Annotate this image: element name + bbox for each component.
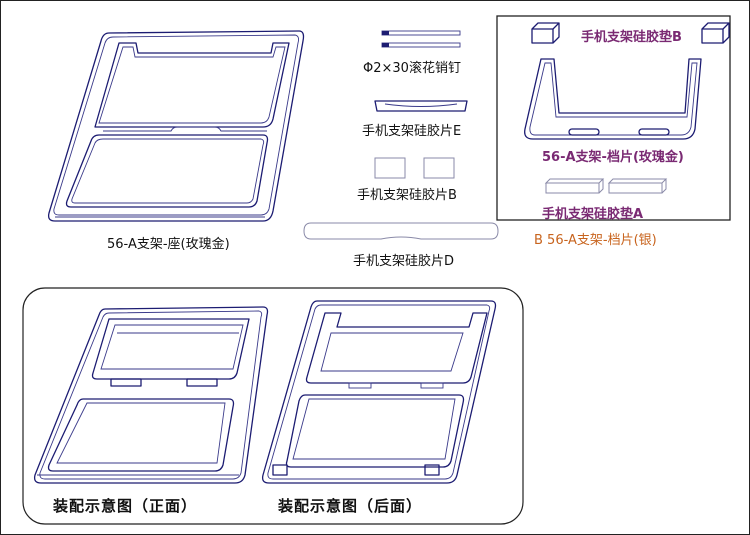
label-assembly-back: 装配示意图（后面） [278, 497, 423, 515]
silicone-sheet-b-drawing [374, 157, 455, 179]
label-silicone-sheet-b: 手机支架硅胶片B [357, 188, 457, 203]
silicone-pad-a-drawing [544, 178, 668, 194]
silicone-sheet-e-drawing [374, 100, 468, 112]
silicone-pad-b-drawing [531, 22, 730, 44]
label-silicone-pad-a: 手机支架硅胶垫A [542, 207, 644, 222]
label-silicone-sheet-d: 手机支架硅胶片D [353, 254, 455, 269]
label-knurled-pin: Φ2×30滚花销钉 [363, 61, 461, 76]
assembly-front-drawing [33, 306, 269, 484]
label-silicone-pad-b: 手机支架硅胶垫B [581, 30, 682, 45]
stand-base-drawing [47, 30, 305, 222]
label-silicone-sheet-e: 手机支架硅胶片E [362, 124, 462, 139]
label-stopper-silver: B 56-A支架-档片(银) [534, 233, 657, 248]
knurled-pin-drawing [381, 30, 461, 48]
label-base-rose-gold: 56-A支架-座(玫瑰金) [107, 237, 230, 252]
stopper-drawing [524, 58, 702, 140]
label-stopper-rose-gold: 56-A支架-档片(玫瑰金) [542, 150, 684, 165]
stopper-group-box [496, 15, 731, 221]
assembly-box [22, 287, 524, 525]
assembly-back-drawing [261, 300, 497, 484]
silicone-sheet-d-drawing [303, 222, 499, 240]
label-assembly-front: 装配示意图（正面） [53, 497, 198, 515]
